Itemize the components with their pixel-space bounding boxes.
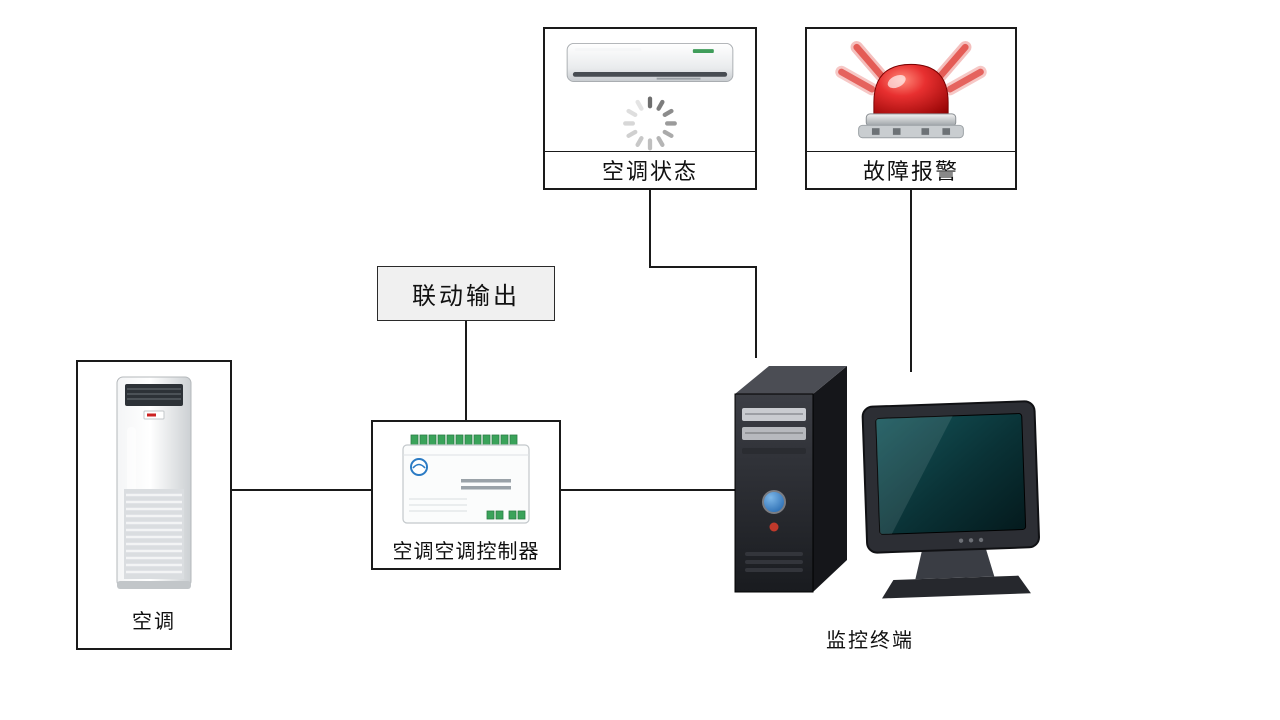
node-ac-status: 空调状态 [543,27,757,190]
desktop-computer-image [734,366,1040,599]
alarm-rays [835,41,987,96]
connector-ac-to-controller [232,489,371,491]
air-conditioner-label: 空调 [132,611,176,633]
linkage-output-label: 联动输出 [412,284,520,310]
controller-label: 空调空调控制器 [392,541,540,563]
connector-acstatus-to-terminal [755,266,757,358]
ac-status-label: 空调状态 [545,151,755,188]
wall-ac-image [566,42,734,151]
connector-linkage-to-controller [465,321,467,420]
connector-alarm-to-terminal [910,190,912,372]
connector-controller-to-terminal [561,489,737,491]
node-linkage-output: 联动输出 [377,266,555,321]
floor-ac-image [116,376,192,589]
node-air-conditioner: 空调 [76,360,232,650]
connector-acstatus-horizontal [649,266,757,268]
controller-module-image [401,434,530,524]
node-controller: 空调空调控制器 [371,420,561,570]
terminal-blocks [410,434,517,446]
connector-acstatus-vertical [649,190,651,268]
terminal-label: 监控终端 [826,630,914,652]
loading-spinner-icon [623,96,677,151]
alarm-siren-image [835,41,987,139]
fault-alarm-label: 故障报警 [807,151,1015,188]
node-fault-alarm: 故障报警 [805,27,1017,190]
terminal-figure: 监控终端 [715,352,1050,652]
